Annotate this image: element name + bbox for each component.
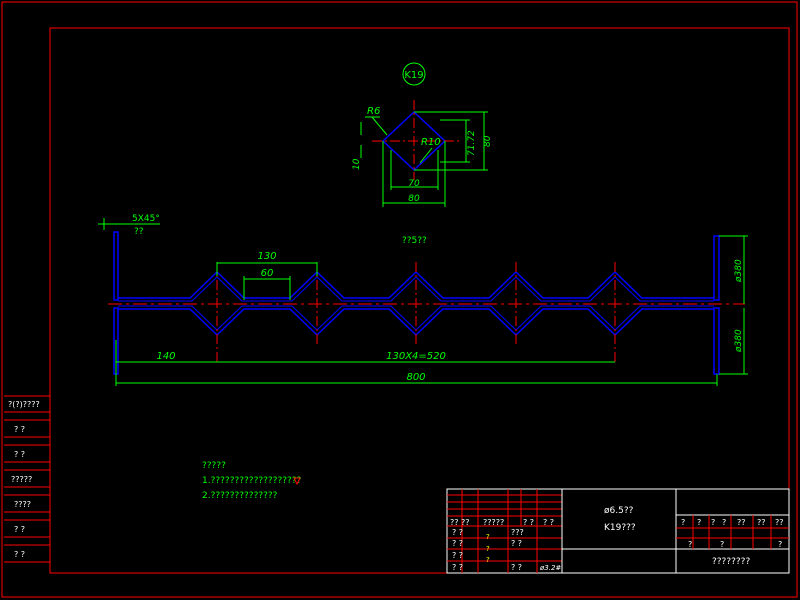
dim-140-label: 140: [156, 351, 175, 362]
tb-sign-2-a: ? ?: [452, 551, 463, 560]
chamfer-label: 5X45°: [132, 214, 160, 224]
strip-item-2: ? ?: [14, 450, 25, 459]
detail-k19: K19 R6 R10 10 71.72 80 70 80: [352, 62, 493, 207]
tb-co-sub-2: ?: [778, 540, 782, 549]
tb-co-sub-0: ?: [688, 540, 692, 549]
tb-co-3: ?: [722, 518, 726, 527]
strip-item-5: ? ?: [14, 525, 25, 534]
drawing-frame: [49, 27, 790, 574]
tb-scale: ø6.5??: [604, 506, 634, 516]
strip-item-4: ????: [14, 500, 31, 509]
dim-130-label: 130: [257, 251, 276, 262]
dim-60-label: 60: [261, 268, 274, 279]
right-end-upper: [713, 235, 720, 301]
strip-item-0: ?(?)????: [8, 400, 40, 409]
detail-balloon-label: K19: [404, 70, 423, 81]
tb-co-5: ??: [757, 518, 766, 527]
dim-71-72-label: 71.72: [467, 130, 477, 156]
tb-sign-0-a: ? ?: [452, 528, 463, 537]
tb-header-3: ? ?: [543, 518, 554, 527]
tb-co-4: ??: [737, 518, 746, 527]
dim-70-label: 70: [408, 179, 420, 189]
detail-balloon: [402, 62, 426, 86]
r10-leader: [419, 147, 433, 164]
view-note: ??5??: [402, 236, 427, 246]
tb-sign-3-a: ? ?: [452, 563, 463, 572]
dim-800-label: 800: [406, 372, 425, 383]
tb-header-1: ?????: [483, 518, 504, 527]
dim-130x4-label: 130X4=520: [386, 351, 446, 362]
strip-item-6: ? ?: [14, 550, 25, 559]
tb-header-2: ? ?: [523, 518, 534, 527]
dim-80-bottom-label: 80: [408, 194, 420, 204]
notes-marker: [293, 477, 301, 486]
tb-sign-1-c: ? ?: [511, 539, 522, 548]
tb-sign-0-c: ???: [511, 528, 524, 537]
dia-bottom-label: ø380: [734, 329, 744, 353]
tb-co-2: ?: [711, 518, 715, 527]
right-end-lower: [713, 307, 720, 375]
title-block-frame: [446, 488, 790, 574]
r6-leader: [371, 116, 388, 136]
tb-version: ø3.2#: [539, 564, 561, 572]
notes-title: ?????: [202, 461, 226, 471]
tb-company-name: ????????: [712, 557, 750, 567]
tb-co-1: ?: [697, 518, 701, 527]
tb-sign-1-b: ?: [486, 545, 490, 553]
left-strip: ?(?)???? ? ? ? ? ????? ???? ? ? ? ?: [4, 395, 50, 563]
dim-80-right-label: 80: [483, 135, 493, 147]
left-end-upper: [113, 231, 119, 301]
strip-item-1: ? ?: [14, 425, 25, 434]
main-view: 5X45° ?? ??5?? 130 60: [98, 214, 748, 386]
tb-co-0: ?: [681, 518, 685, 527]
r6-label: R6: [367, 106, 380, 117]
technical-notes: ????? 1.??????????????????? 2.??????????…: [202, 461, 302, 501]
tb-co-sub-1: ?: [720, 540, 724, 549]
tb-sign-1-a: ? ?: [452, 539, 463, 548]
tb-sign-3-c: ? ?: [511, 563, 522, 572]
notes-line-1: 1.???????????????????: [202, 476, 302, 486]
tb-part-name: K19???: [604, 523, 636, 533]
tb-co-6: ??: [775, 518, 784, 527]
tb-sign-0-b: ?: [486, 533, 490, 541]
dim-10-label: 10: [352, 158, 362, 170]
r10-label: R10: [421, 137, 441, 148]
chamfer-sub: ??: [134, 227, 144, 237]
dia-top-label: ø380: [734, 259, 744, 283]
notes-line-2: 2.??????????????: [202, 491, 278, 501]
tb-header-0: ?? ??: [450, 518, 470, 527]
tb-sign-2-b: ?: [486, 556, 490, 564]
strip-item-3: ?????: [11, 475, 32, 484]
title-block: ?? ?? ????? ? ? ? ? ? ? ? ??? ? ? ? ? ? …: [446, 488, 790, 574]
